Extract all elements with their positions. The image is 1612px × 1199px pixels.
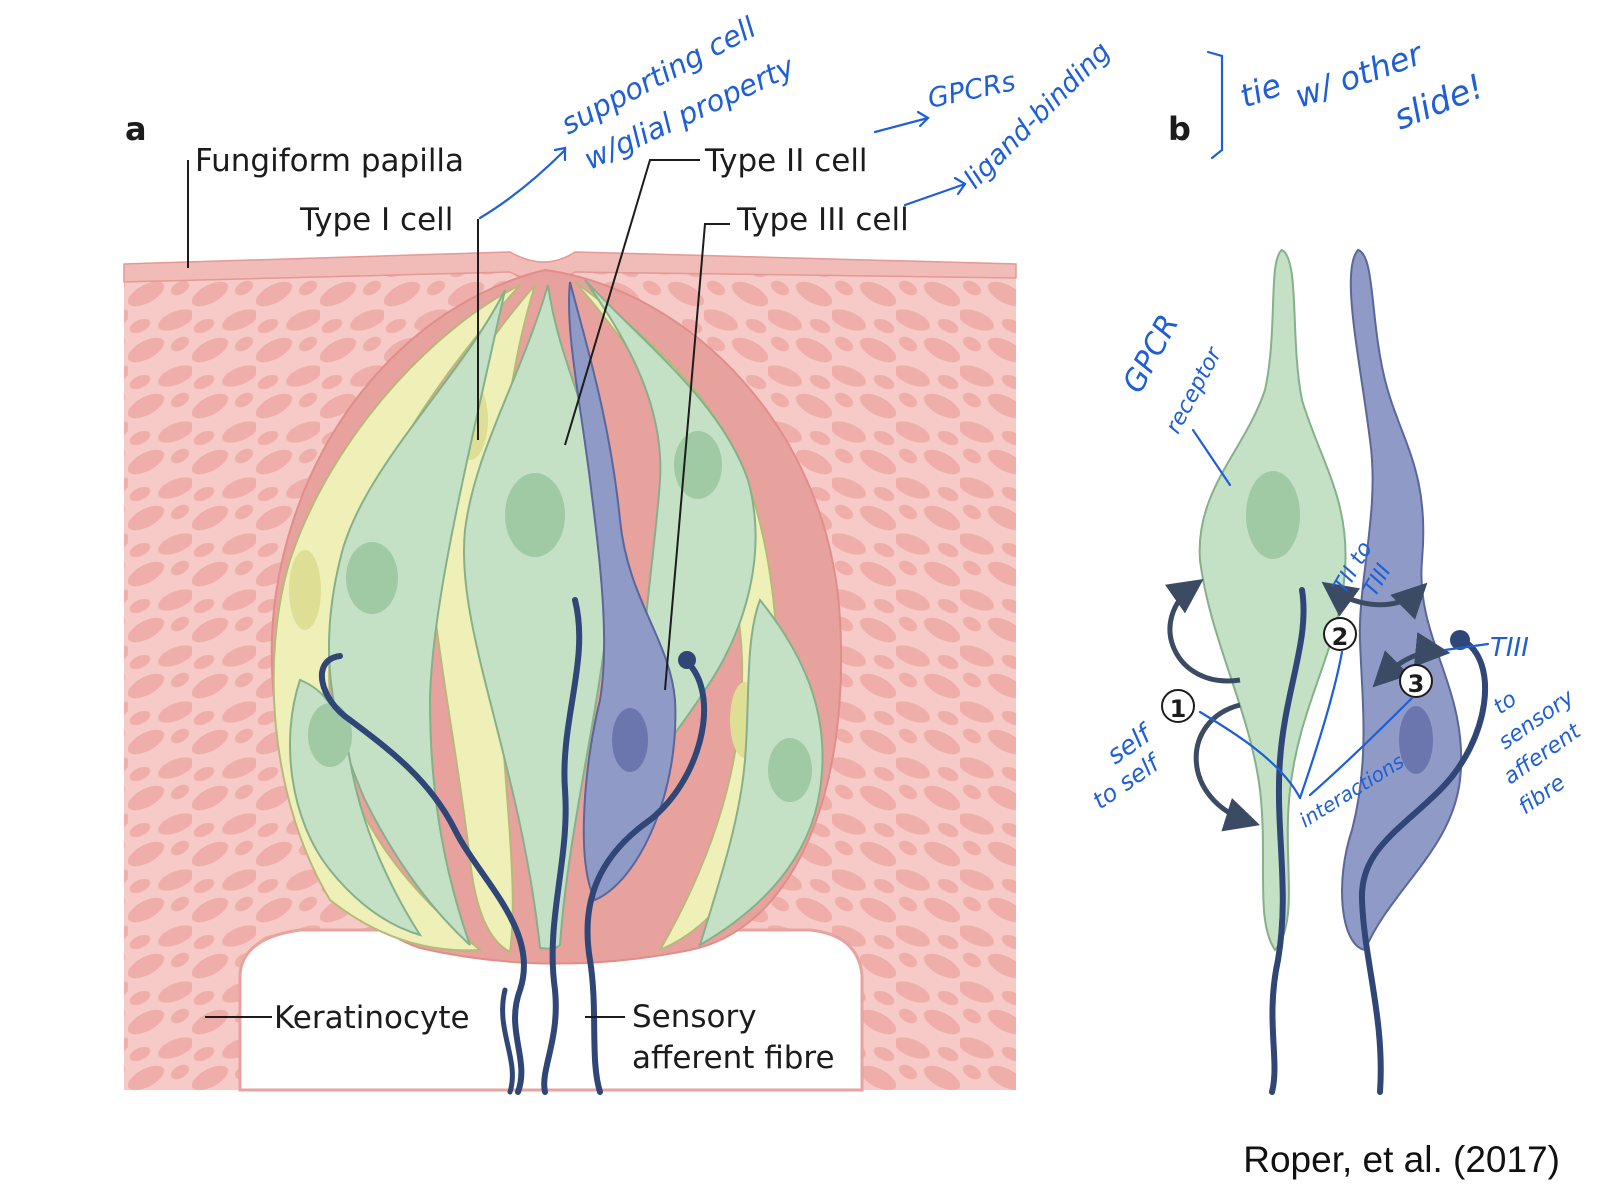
panel-b-type-ii-cell [1198, 248, 1347, 952]
panel-b-terminal-dot [1450, 630, 1470, 650]
citation: Roper, et al. (2017) [1243, 1139, 1560, 1180]
sensory-afferent-fibres [319, 597, 707, 1095]
interaction-1-badge: 1 [1161, 689, 1195, 723]
interaction-3-number: 3 [1408, 670, 1425, 698]
panel-a-leader-lines [187, 159, 730, 1018]
label-fungiform-papilla: Fungiform papilla [195, 143, 464, 179]
taste-bud [270, 268, 842, 1095]
interaction-2-number: 2 [1332, 623, 1349, 651]
interaction-1-number: 1 [1170, 695, 1187, 723]
interaction-arrows [1164, 578, 1451, 832]
fibre-terminal-dot [678, 651, 696, 669]
label-sensory: Sensory [632, 999, 757, 1035]
note-gpcrs: GPCRs [925, 66, 1018, 115]
type-iii-cell [568, 281, 677, 902]
panel-label-a: a [125, 110, 147, 148]
supporting-arrow [478, 148, 567, 220]
label-type-iii-cell: Type III cell [736, 202, 909, 238]
note-receptor: receptor [1161, 342, 1228, 438]
note-gpcr: GPCR [1116, 309, 1186, 399]
panel-b-fibres [1269, 587, 1489, 1095]
label-type-i-cell: Type I cell [299, 202, 453, 238]
panel-label-b: b [1168, 110, 1191, 148]
note-tiii-label: TIII [1490, 633, 1529, 663]
note-ligand-binding: ligand-binding [958, 36, 1117, 195]
interaction-3-badge: 3 [1399, 664, 1433, 698]
note-tie: tie [1235, 66, 1287, 116]
interaction-2-badge: 2 [1323, 617, 1357, 651]
type-ii-cells [289, 279, 824, 950]
note-to: to [1489, 687, 1521, 720]
label-keratinocyte: Keratinocyte [274, 1000, 470, 1036]
label-afferent-fibre: afferent fibre [632, 1040, 835, 1076]
label-type-ii-cell: Type II cell [704, 143, 868, 179]
